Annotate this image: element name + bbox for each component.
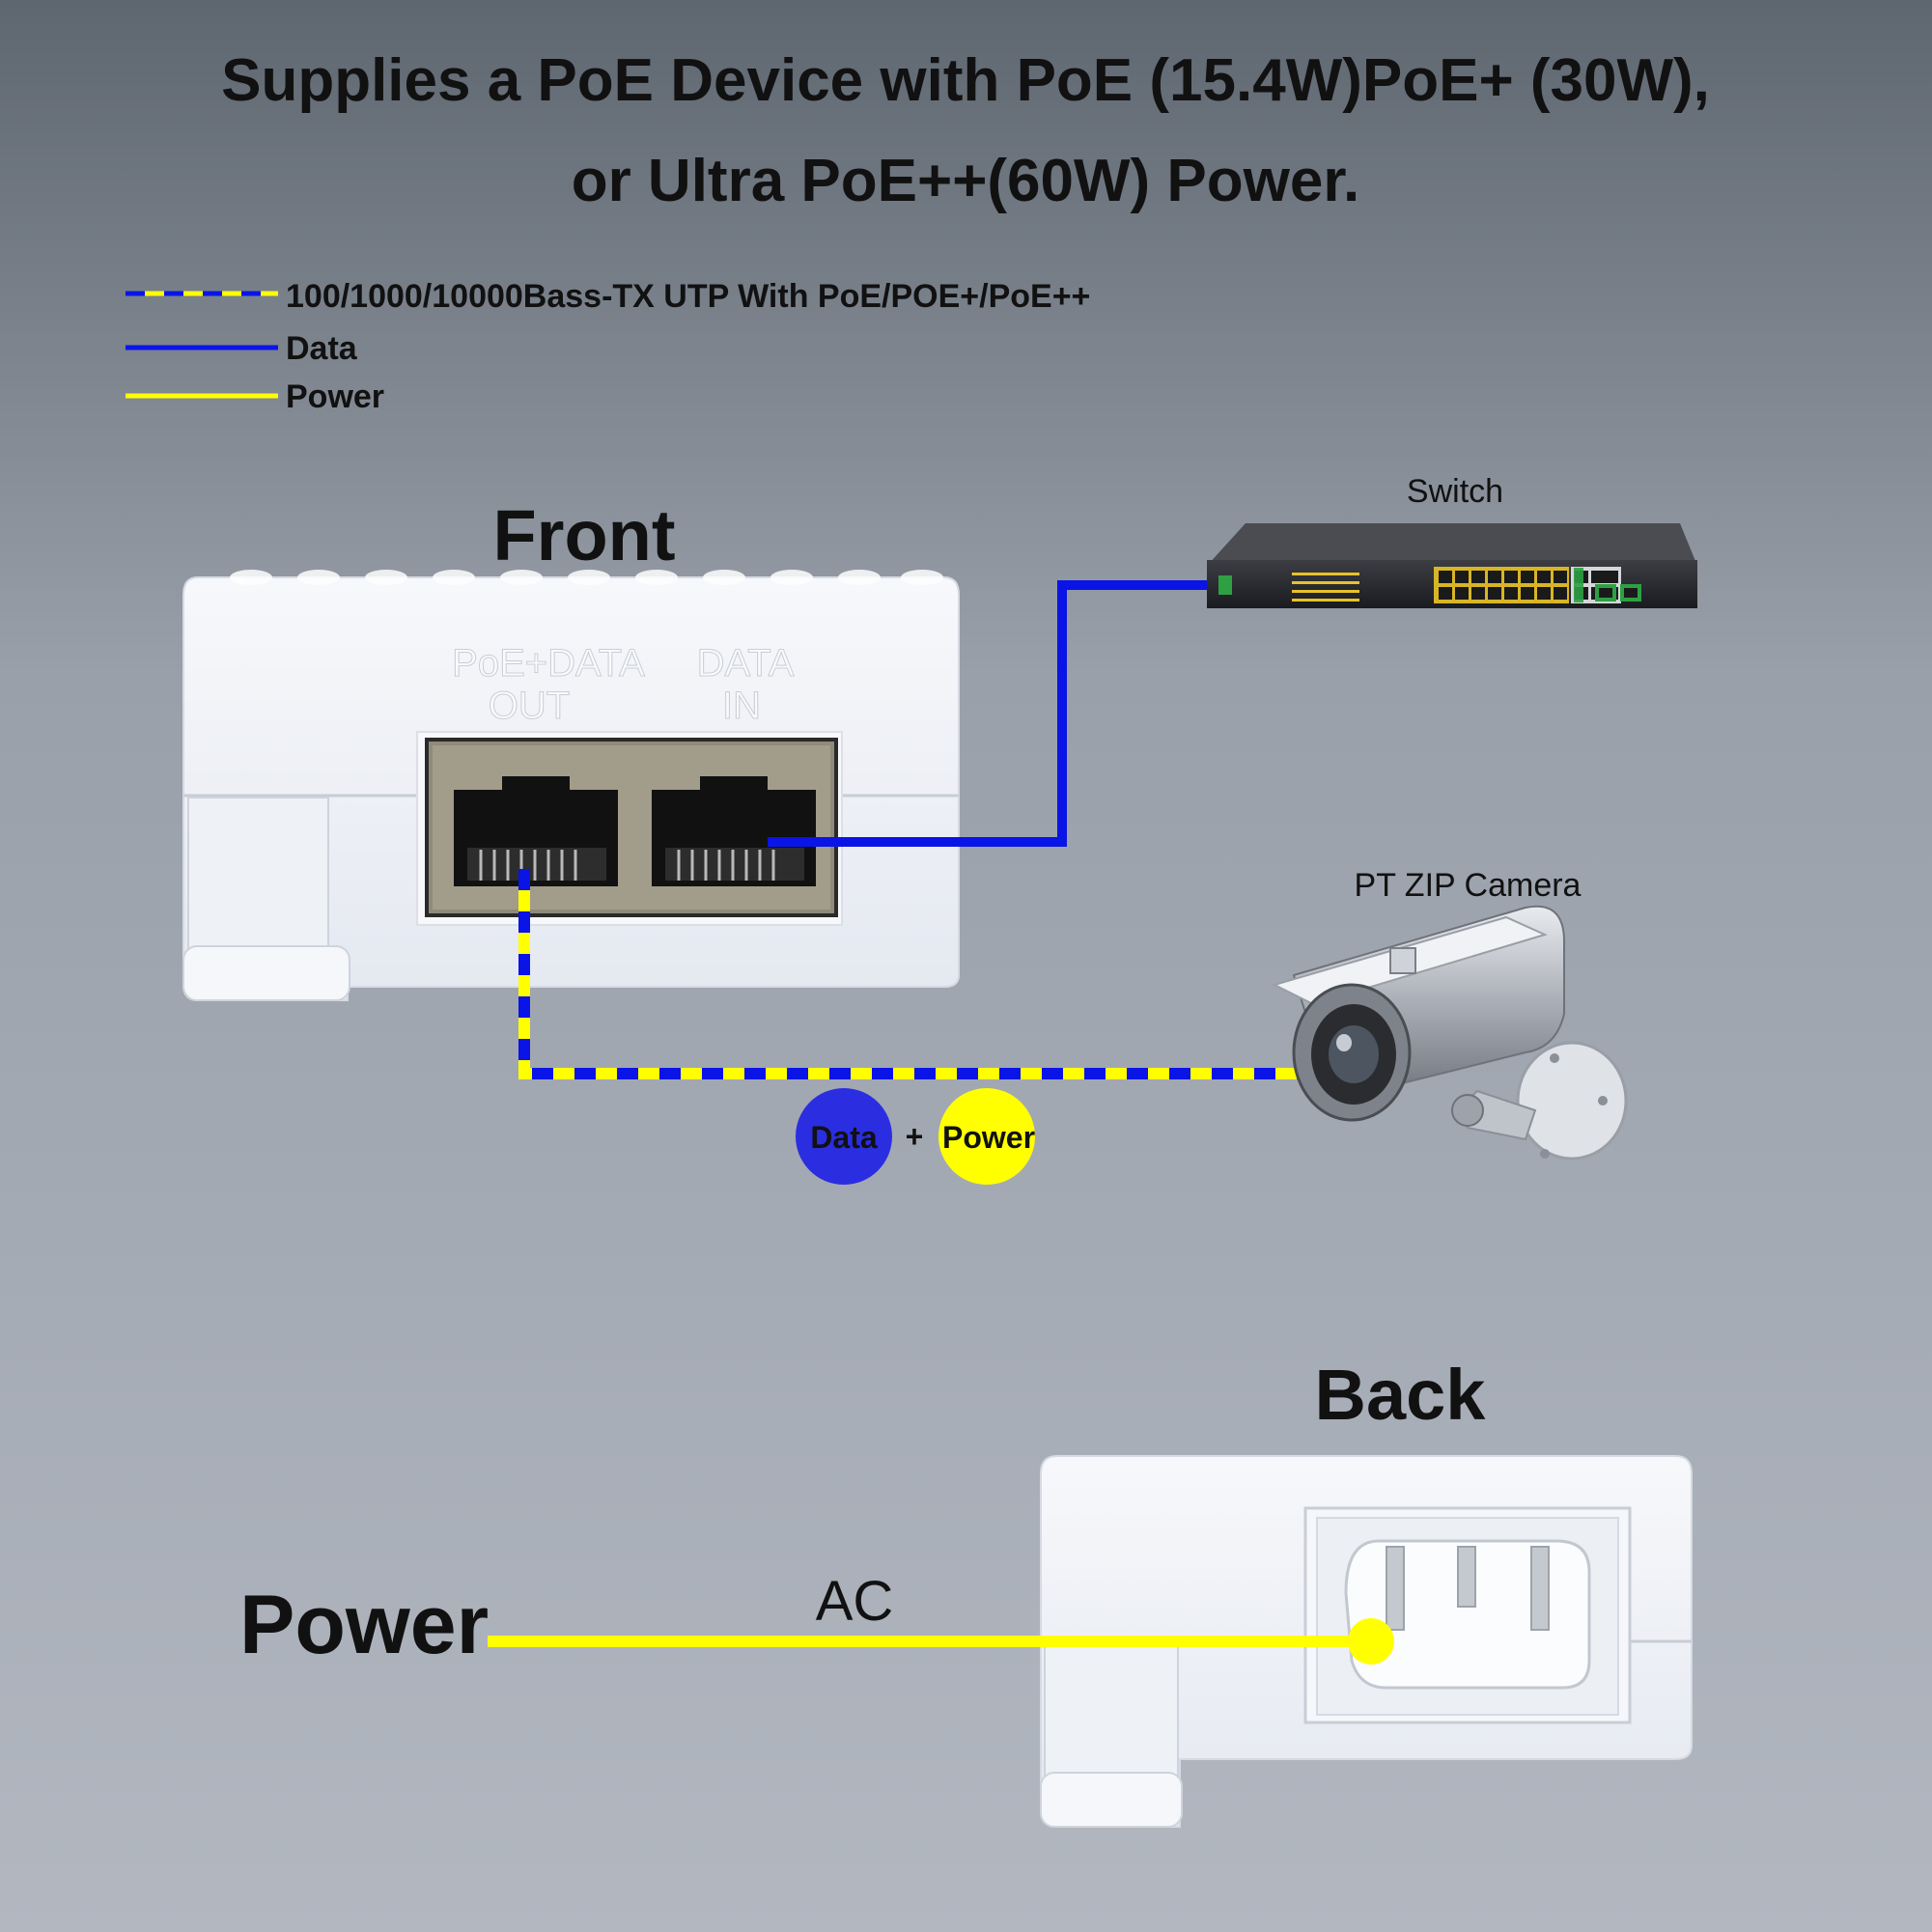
power-label: Power (239, 1579, 489, 1671)
poe-cable-to-camera (518, 869, 1305, 1079)
legend-label-poe-cable: 100/1000/10000Bass-TX UTP With PoE/POE+/… (286, 278, 1090, 315)
network-switch-image (1207, 523, 1697, 608)
iec-c14-inlet (1344, 1539, 1591, 1690)
ac-power-line-end-dot (1348, 1618, 1394, 1665)
rj45-port-data-in (652, 776, 816, 886)
inlet-pin-right (1530, 1546, 1550, 1631)
legend: 100/1000/10000Bass-TX UTP With PoE/POE+/… (126, 278, 1090, 415)
port-out-label-line1: PoE+DATA (452, 642, 645, 685)
ptz-camera-image (1272, 905, 1628, 1161)
injector-front-device (182, 570, 960, 1001)
legend-label-power: Power (286, 378, 384, 415)
data-power-badges: Data + Power (796, 1088, 1035, 1185)
power-badge-circle (938, 1088, 1035, 1185)
headline-line-2: or Ultra PoE++(60W) Power. (572, 148, 1360, 214)
back-title: Back (1315, 1355, 1487, 1435)
data-badge-circle (796, 1088, 892, 1185)
legend-label-data: Data (286, 330, 358, 367)
power-badge-label: Power (942, 1120, 1035, 1155)
port-out-label-line2: OUT (489, 685, 570, 727)
port-in-label-line1: DATA (697, 642, 795, 685)
data-badge-label: Data (810, 1120, 878, 1155)
ac-label: AC (816, 1570, 894, 1633)
data-cable-to-switch (768, 580, 1207, 847)
plus-sign: + (906, 1119, 924, 1154)
front-title: Front (492, 495, 675, 575)
switch-label: Switch (1407, 473, 1503, 510)
inlet-pin-earth (1457, 1546, 1476, 1608)
port-in-label-line2: IN (722, 685, 761, 727)
port-labels: PoE+DATA OUT DATA IN (452, 642, 796, 728)
camera-label: PT ZIP Camera (1355, 867, 1582, 904)
inlet-pin-left (1386, 1546, 1405, 1631)
headline-line-1: Supplies a PoE Device with PoE (15.4W)Po… (221, 47, 1710, 114)
rj45-port-poe-data-out (454, 776, 618, 886)
